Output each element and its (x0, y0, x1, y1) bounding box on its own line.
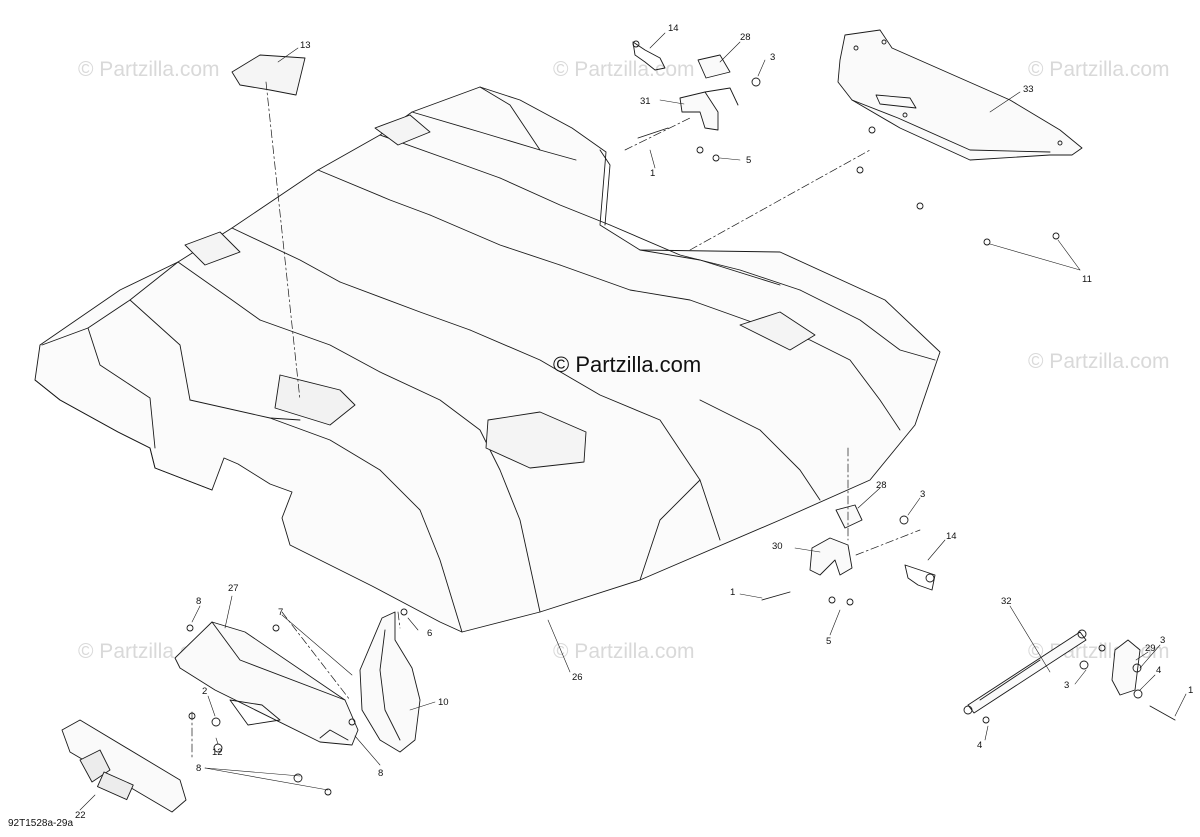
callout-14-mid: 14 (946, 531, 957, 542)
callout-33: 33 (1023, 84, 1034, 95)
gas-strut-32 (963, 629, 1087, 715)
fasteners (186, 77, 1176, 796)
reference-code: 92T1528a-29a (8, 818, 74, 829)
bracket-30 (809, 537, 853, 576)
watermark-top-right: © Partzilla.com (1028, 58, 1170, 81)
roof-panel (34, 86, 941, 633)
callout-3-right-upper: 3 (1160, 635, 1165, 646)
callout-3-right-lower: 3 (1064, 680, 1069, 691)
watermark-top-middle: © Partzilla.com (553, 58, 695, 81)
callout-22: 22 (75, 810, 86, 821)
callout-labels: 13 14 28 3 31 1 5 33 11 28 3 30 14 1 5 2… (75, 23, 1193, 821)
callout-4-bottom: 4 (977, 740, 982, 751)
leader-lines (79, 32, 1187, 811)
callout-1-top: 1 (650, 168, 655, 179)
strap-10 (359, 611, 421, 753)
watermark-mid-right: © Partzilla.com (1028, 350, 1170, 373)
latch-14-top (632, 40, 666, 71)
callout-10: 10 (438, 697, 449, 708)
callout-14-top: 14 (668, 23, 679, 34)
watermark-bottom-middle: © Partzilla.com (553, 640, 695, 663)
callout-8-strap: 8 (378, 768, 383, 779)
callout-26: 26 (572, 672, 583, 683)
callout-5-mid: 5 (826, 636, 831, 647)
callout-8-top: 8 (196, 596, 201, 607)
callout-28-mid: 28 (876, 480, 887, 491)
alignment-lines (191, 81, 921, 761)
bracket-33 (837, 29, 1083, 161)
callout-28-top: 28 (740, 32, 751, 43)
plate-28-mid (835, 504, 863, 529)
callout-1-right: 1 (1188, 685, 1193, 696)
callout-3-mid: 3 (920, 489, 925, 500)
callout-13: 13 (300, 40, 311, 51)
callout-12: 12 (212, 747, 223, 758)
callout-29: 29 (1145, 643, 1156, 654)
plate-28-top (697, 54, 731, 79)
callout-1-mid: 1 (730, 587, 735, 598)
bracket-27 (174, 621, 359, 746)
callout-27: 27 (228, 583, 239, 594)
callout-30: 30 (772, 541, 783, 552)
callout-7: 7 (278, 607, 283, 618)
bracket-29 (1111, 639, 1141, 696)
switch-panel-22 (61, 719, 187, 813)
latch-14-mid (904, 564, 936, 591)
callout-3-top: 3 (770, 52, 775, 63)
bracket-31 (679, 87, 739, 131)
decal-13 (231, 54, 306, 96)
callout-4-right: 4 (1156, 665, 1161, 676)
callout-6: 6 (427, 628, 432, 639)
callout-11: 11 (1082, 274, 1092, 285)
callout-8-bottom: 8 (196, 763, 201, 774)
callout-32: 32 (1001, 596, 1012, 607)
callout-31: 31 (640, 96, 651, 107)
callout-2: 2 (202, 686, 207, 697)
watermark-center: © Partzilla.com (553, 352, 702, 377)
callout-5-top: 5 (746, 155, 751, 166)
watermark-top-left: © Partzilla.com (78, 58, 220, 81)
